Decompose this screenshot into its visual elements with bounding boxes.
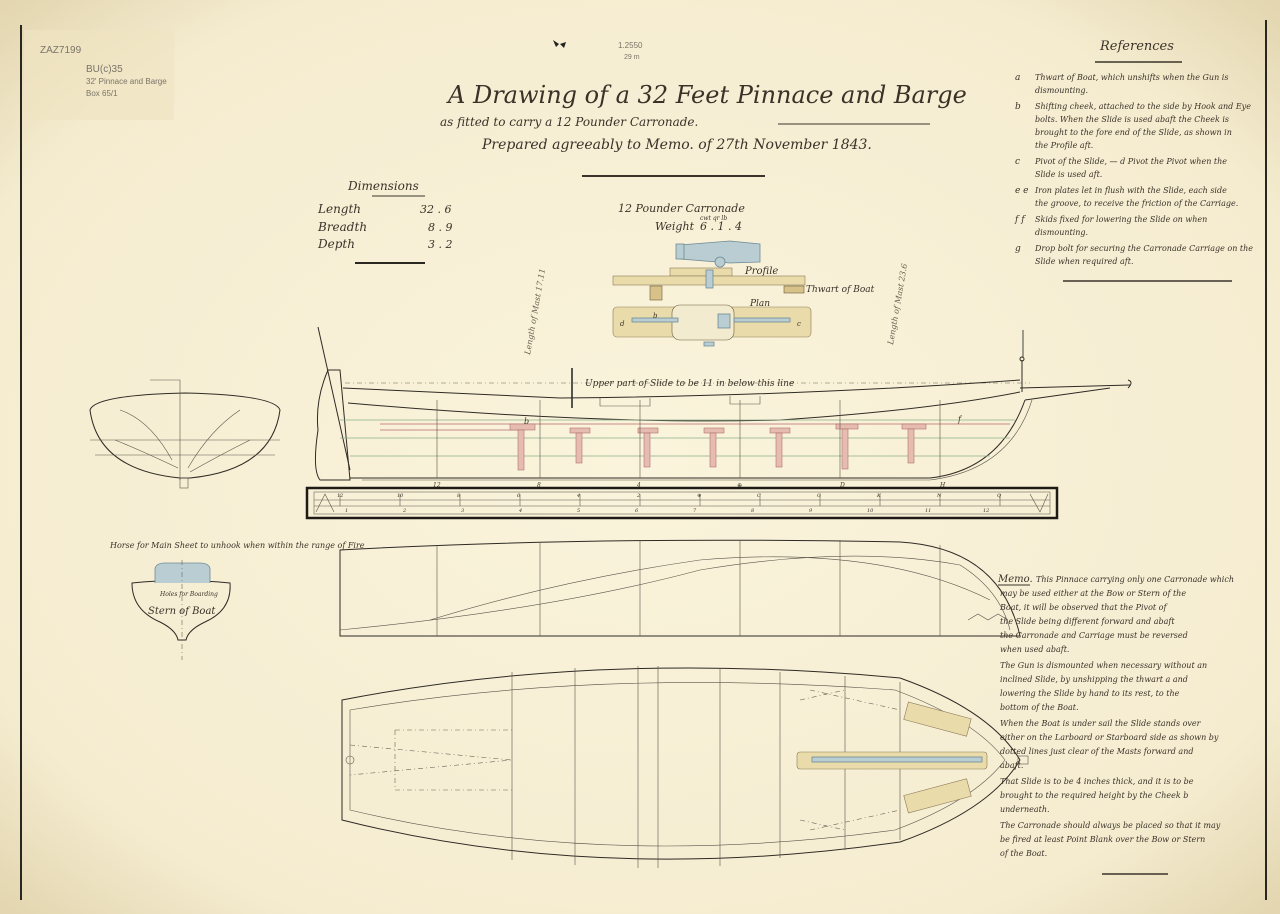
- scale-tick-label: ⊕: [697, 493, 701, 499]
- dimension-label: Depth: [317, 237, 355, 251]
- scale-tick-label: 8: [751, 508, 754, 514]
- title-block: A Drawing of a 32 Feet Pinnace and Barge…: [440, 81, 967, 177]
- carronade-gun-icon: [675, 240, 761, 268]
- slide-note: Upper part of Slide to be 11 in below th…: [585, 379, 794, 389]
- scale-tick-label: 4: [518, 508, 522, 514]
- weight-units: cwt qr lb: [700, 215, 727, 222]
- scale-tick-label: 7: [693, 508, 697, 514]
- plan-label: Plan: [749, 299, 770, 309]
- scale-tick-label: 2: [402, 508, 406, 514]
- slide-letter: d: [620, 320, 625, 328]
- reference-text: Thwart of Boat, which unshifts when the …: [1035, 73, 1228, 95]
- dimensions-heading: Dimensions: [347, 179, 419, 193]
- profile-letter: b: [524, 417, 529, 426]
- thwart-label: Thwart of Boat: [806, 285, 875, 295]
- title-line-2: as fitted to carry a 12 Pounder Carronad…: [440, 115, 698, 129]
- dimension-label: Length: [317, 202, 361, 216]
- scale-tick-label: Q: [997, 493, 1001, 499]
- archive-notes: ZAZ7199 BU(c)35 32' Pinnace and Barge Bo…: [40, 40, 643, 98]
- holes-note: Holes for Boarding: [159, 591, 218, 598]
- title-line-3: Prepared agreeably to Memo. of 27th Nove…: [481, 137, 872, 153]
- scale-tick-label: 11: [925, 508, 931, 514]
- references-heading: References: [1099, 39, 1174, 54]
- archive-box: Box 65/1: [86, 89, 118, 98]
- archive-reference: BU(c)35: [86, 64, 123, 75]
- memo-paragraph: When the Boat is under sail the Slide st…: [1000, 719, 1219, 770]
- scale-tick-label: 1: [345, 508, 348, 514]
- station-mark: 12: [433, 482, 441, 489]
- archive-description: 32' Pinnace and Barge: [86, 77, 167, 86]
- references-panel: References a Thwart of Boat, which unshif…: [1014, 39, 1253, 282]
- scale-tick-label: 9: [809, 508, 813, 514]
- memo-paragraph: This Pinnace carrying only one Carronade…: [999, 575, 1234, 654]
- dimension-value: 8 . 9: [428, 221, 453, 234]
- scale-tick-label: K: [876, 493, 881, 499]
- profile-label: Profile: [744, 266, 778, 277]
- horse-note: Horse for Main Sheet to unhook when with…: [109, 541, 365, 550]
- dimension-value: 3 . 2: [428, 238, 453, 251]
- slide-letter: c: [797, 320, 801, 328]
- memo-paragraph: That Slide is to be 4 inches thick, and …: [1000, 777, 1194, 814]
- scale-tick-label: 2: [636, 493, 640, 499]
- scale-tick-label: 12: [337, 493, 343, 499]
- reference-key: g: [1015, 244, 1021, 254]
- station-mark: D: [839, 482, 845, 489]
- reference-text: Drop bolt for securing the Carronade Car…: [1034, 244, 1253, 266]
- scale-tick-label: 6: [635, 508, 639, 514]
- memo-paragraph: The Carronade should always be placed so…: [1000, 821, 1221, 858]
- archive-label-patch: [24, 30, 174, 120]
- weight-label: Weight: [655, 220, 695, 233]
- title-line-1: A Drawing of a 32 Feet Pinnace and Barge: [446, 81, 967, 109]
- scale-tick-label: C: [757, 493, 761, 499]
- sheer-profile-view: Upper part of Slide to be 11 in below th…: [314, 326, 1132, 489]
- reference-text: Skids fixed for lowering the Slide on wh…: [1035, 215, 1207, 237]
- scale-tick-label: N: [936, 493, 942, 499]
- memo-panel: Memo. This Pinnace carrying only one Car…: [997, 574, 1234, 875]
- station-mark: ⊕: [737, 482, 742, 489]
- dimension-value: 32 . 6: [420, 203, 452, 216]
- thwarts: [509, 423, 927, 471]
- pencil-number: 1.2550: [618, 41, 643, 50]
- memo-heading: Memo.: [997, 574, 1033, 585]
- reference-key: f f: [1014, 215, 1026, 225]
- station-mark: H: [939, 482, 946, 489]
- body-section-view: [89, 379, 281, 489]
- slide-letter: b: [653, 312, 658, 320]
- scale-tick-label: G: [817, 493, 821, 499]
- carronade-detail: 12 Pounder Carronade cwt qr lb Weight 6 …: [612, 202, 875, 347]
- scale-tick-label: 4: [576, 493, 580, 499]
- scale-tick-label: 8: [457, 493, 460, 499]
- reference-text: Iron plates let in flush with the Slide,…: [1034, 186, 1238, 208]
- catalog-number: ZAZ7199: [40, 45, 82, 56]
- reference-key: a: [1015, 73, 1020, 83]
- reference-key: e e: [1015, 186, 1029, 196]
- reference-text: Shifting cheek, attached to the side by …: [1035, 102, 1251, 150]
- scale-tick-label: 10: [867, 508, 874, 514]
- deck-plan-view: [341, 666, 1029, 868]
- stern-view: Horse for Main Sheet to unhook when with…: [109, 541, 365, 660]
- station-mark: 4: [636, 482, 641, 489]
- station-mark: 8: [537, 482, 541, 489]
- pencil-sub: 29 m: [624, 54, 640, 61]
- reference-key: b: [1015, 102, 1021, 112]
- carronade-name: 12 Pounder Carronade: [618, 202, 745, 215]
- scale-tick-label: 5: [577, 508, 580, 514]
- ink-blot: [553, 40, 566, 48]
- scale-tick-label: 3: [461, 508, 464, 514]
- reference-text: Pivot of the Slide, — d Pivot the Pivot …: [1034, 157, 1227, 179]
- dimension-label: Breadth: [317, 220, 367, 234]
- scale-tick-label: 10: [397, 493, 404, 499]
- stern-label: Stern of Boat: [148, 606, 216, 617]
- half-breadth-view: [339, 539, 1021, 637]
- weight-value: 6 . 1 . 4: [700, 220, 742, 233]
- scale-tick-label: 12: [983, 508, 989, 514]
- dimensions-table: Dimensions Length 32 . 6 Breadth 8 . 9 D…: [317, 179, 453, 264]
- scale-tick-label: 6: [517, 493, 521, 499]
- profile-letter: f: [957, 415, 963, 424]
- reference-key: c: [1015, 157, 1020, 167]
- memo-paragraph: The Gun is dismounted when necessary wit…: [1000, 661, 1207, 712]
